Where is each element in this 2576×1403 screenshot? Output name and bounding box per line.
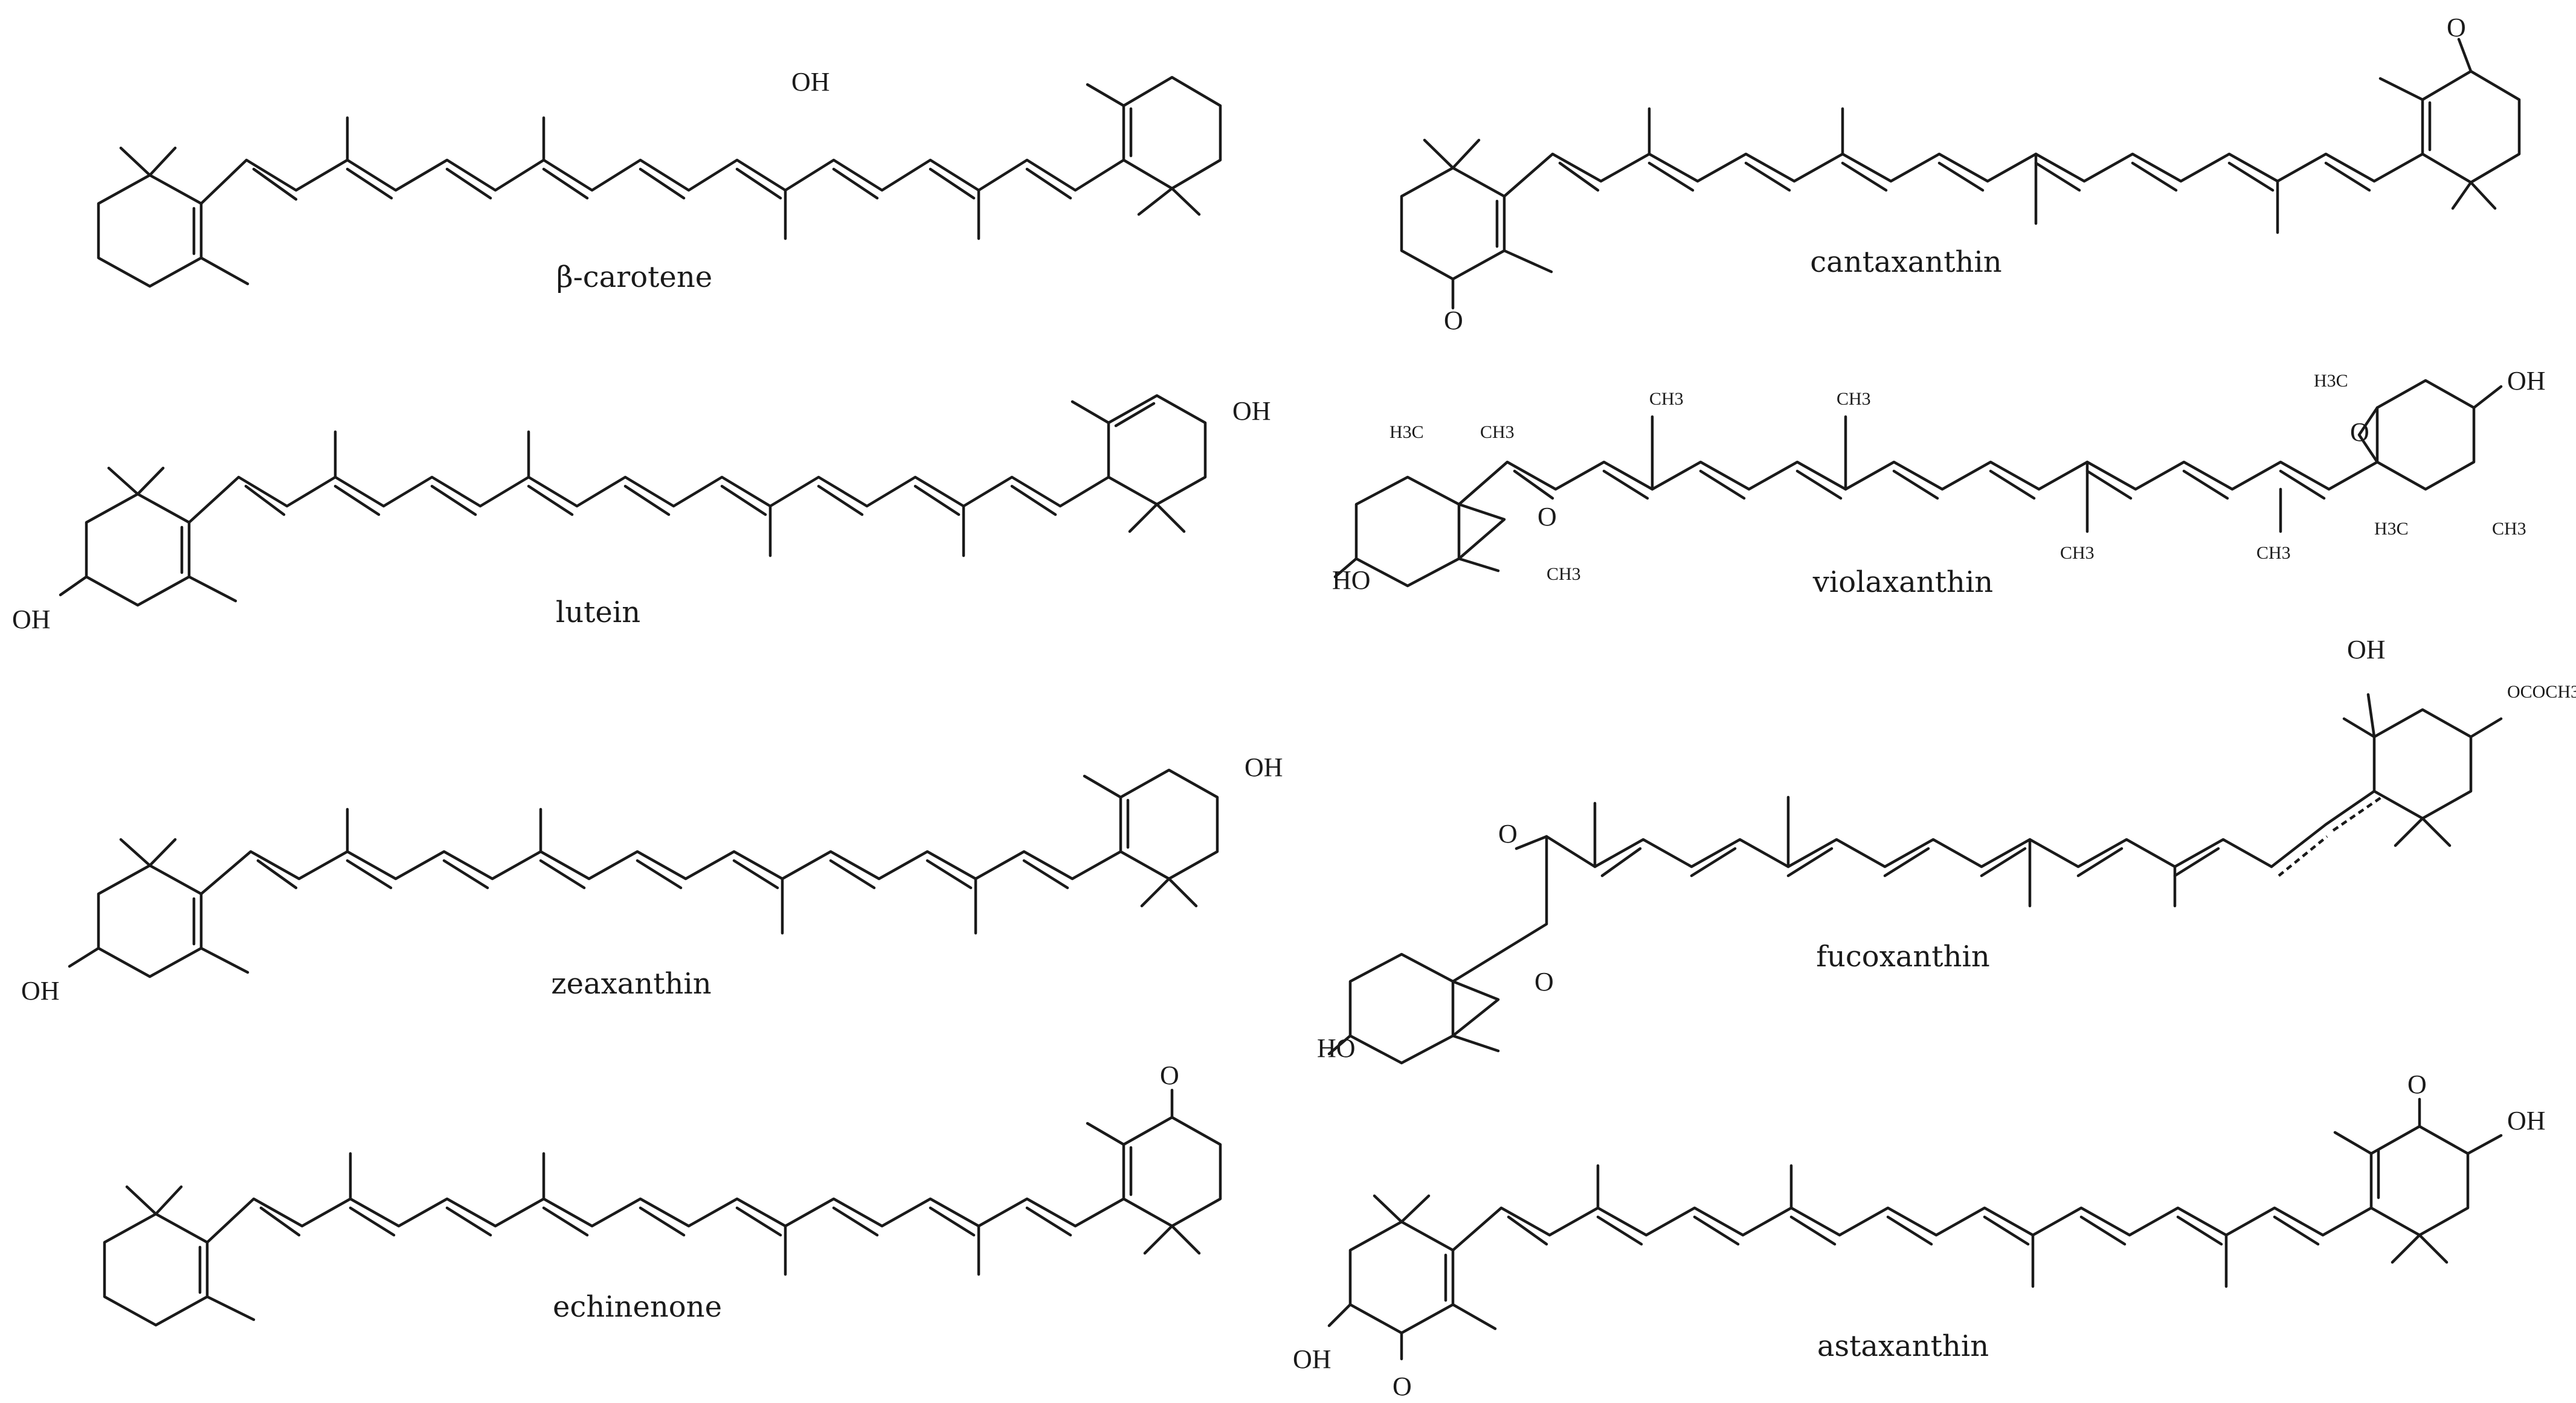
fucoxanthin-ococh3: OCOCH3 — [2507, 682, 2576, 702]
violaxanthin-ch3-1: CH3 — [1480, 422, 1515, 442]
violaxanthin-ch3-2: CH3 — [1649, 389, 1684, 409]
astaxanthin-o-left: O — [1393, 1372, 1412, 1401]
lutein-oh-right: OH — [1232, 396, 1271, 426]
fucoxanthin-o-epoxide: O — [1534, 967, 1554, 997]
lutein-structure: OH OH lutein — [12, 394, 1271, 634]
zeaxanthin-oh-right: OH — [1245, 753, 1283, 782]
echinenone-name: echinenone — [553, 1290, 722, 1324]
fucoxanthin-structure: OH OCOCH3 O O HO fucoxanthin — [1317, 635, 2576, 1065]
violaxanthin-ch3-5: CH3 — [2060, 543, 2095, 563]
astaxanthin-name: astaxanthin — [1817, 1329, 1989, 1363]
beta-carotene-oh-label: OH — [791, 67, 830, 97]
violaxanthin-ch3-3: CH3 — [1837, 389, 1871, 409]
violaxanthin-ho-left: HO — [1332, 565, 1371, 595]
violaxanthin-o-right: O — [2350, 417, 2369, 447]
lutein-oh-left: OH — [12, 605, 51, 634]
astaxanthin-oh-right: OH — [2507, 1106, 2546, 1135]
violaxanthin-ch3-7: CH3 — [2492, 519, 2526, 539]
beta-carotene-left-ring — [97, 173, 203, 288]
violaxanthin-structure: H3C CH3 CH3 CH3 H3C OH O O HO CH3 CH3 CH… — [1332, 366, 2546, 599]
violaxanthin-ch3-6: CH3 — [2256, 543, 2291, 563]
fucoxanthin-ho-left: HO — [1317, 1033, 1356, 1063]
astaxanthin-oh-left: OH — [1293, 1344, 1331, 1374]
zeaxanthin-name: zeaxanthin — [551, 967, 711, 1001]
cantaxanthin-structure: O O cantaxanthin — [1400, 13, 2521, 335]
cantaxanthin-name: cantaxanthin — [1810, 245, 2001, 279]
echinenone-structure: O echinenone — [103, 1061, 1222, 1327]
beta-carotene-right-ring — [1122, 75, 1222, 190]
violaxanthin-oh-right: OH — [2507, 366, 2546, 396]
violaxanthin-h3c-3: H3C — [2374, 519, 2409, 539]
astaxanthin-structure: O OH OH O astaxanthin — [1293, 1070, 2546, 1401]
beta-carotene-name: β-carotene — [556, 260, 712, 294]
violaxanthin-h3c-2: H3C — [2314, 371, 2348, 391]
violaxanthin-name: violaxanthin — [1812, 565, 1993, 599]
zeaxanthin-structure: OH OH zeaxanthin — [21, 753, 1283, 1006]
echinenone-o: O — [1160, 1061, 1179, 1090]
astaxanthin-o-right: O — [2407, 1070, 2427, 1099]
violaxanthin-ch3-4: CH3 — [1547, 564, 1581, 584]
cantaxanthin-o-right: O — [2447, 13, 2466, 42]
cantaxanthin-o-left: O — [1444, 306, 1463, 335]
fucoxanthin-oh-top: OH — [2347, 635, 2386, 664]
fucoxanthin-o-carbonyl: O — [1498, 819, 1518, 849]
lutein-name: lutein — [556, 596, 640, 629]
beta-carotene-polyene-chain — [199, 158, 1125, 205]
zeaxanthin-oh-left: OH — [21, 976, 60, 1006]
violaxanthin-h3c-1: H3C — [1389, 422, 1424, 442]
violaxanthin-o-left: O — [1538, 502, 1557, 531]
fucoxanthin-name: fucoxanthin — [1816, 940, 1990, 974]
beta-carotene-structure: OH β-carotene — [97, 67, 1222, 294]
